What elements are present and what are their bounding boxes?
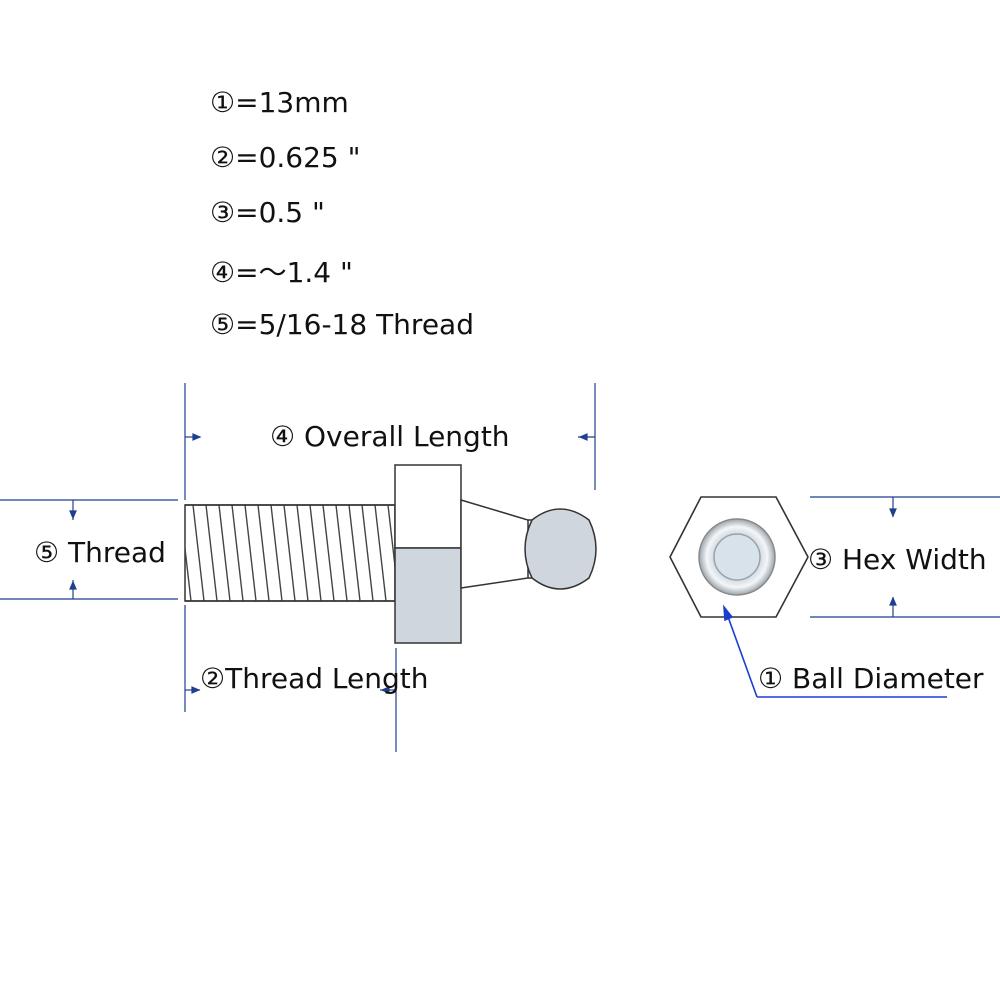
thread-length-dimension bbox=[184, 605, 397, 752]
neck-taper bbox=[460, 498, 529, 589]
overall-length-dimension bbox=[184, 383, 596, 500]
spec-thread-length: ②=0.625 " bbox=[210, 141, 361, 174]
spec-ball-diameter: ①=13mm bbox=[210, 86, 349, 119]
thread-dimension bbox=[0, 499, 178, 600]
ball-diameter-label: ① Ball Diameter bbox=[758, 662, 984, 695]
ball-diameter-leader bbox=[723, 604, 947, 698]
overall-length-label: ④ Overall Length bbox=[270, 420, 510, 453]
ball-side bbox=[524, 508, 597, 590]
spec-overall-length: ④=〜1.4 " bbox=[210, 256, 353, 289]
thread-section bbox=[184, 504, 396, 602]
hex-end-view bbox=[669, 496, 809, 618]
hex-width-dimension bbox=[810, 496, 1000, 618]
hex-body-side bbox=[394, 464, 462, 644]
hex-width-label: ③ Hex Width bbox=[808, 543, 987, 576]
thread-length-label: ②Thread Length bbox=[200, 662, 428, 695]
spec-thread: ⑤=5/16-18 Thread bbox=[210, 308, 474, 341]
spec-hex-width: ③=0.5 " bbox=[210, 196, 325, 229]
thread-label: ⑤ Thread bbox=[34, 536, 166, 569]
